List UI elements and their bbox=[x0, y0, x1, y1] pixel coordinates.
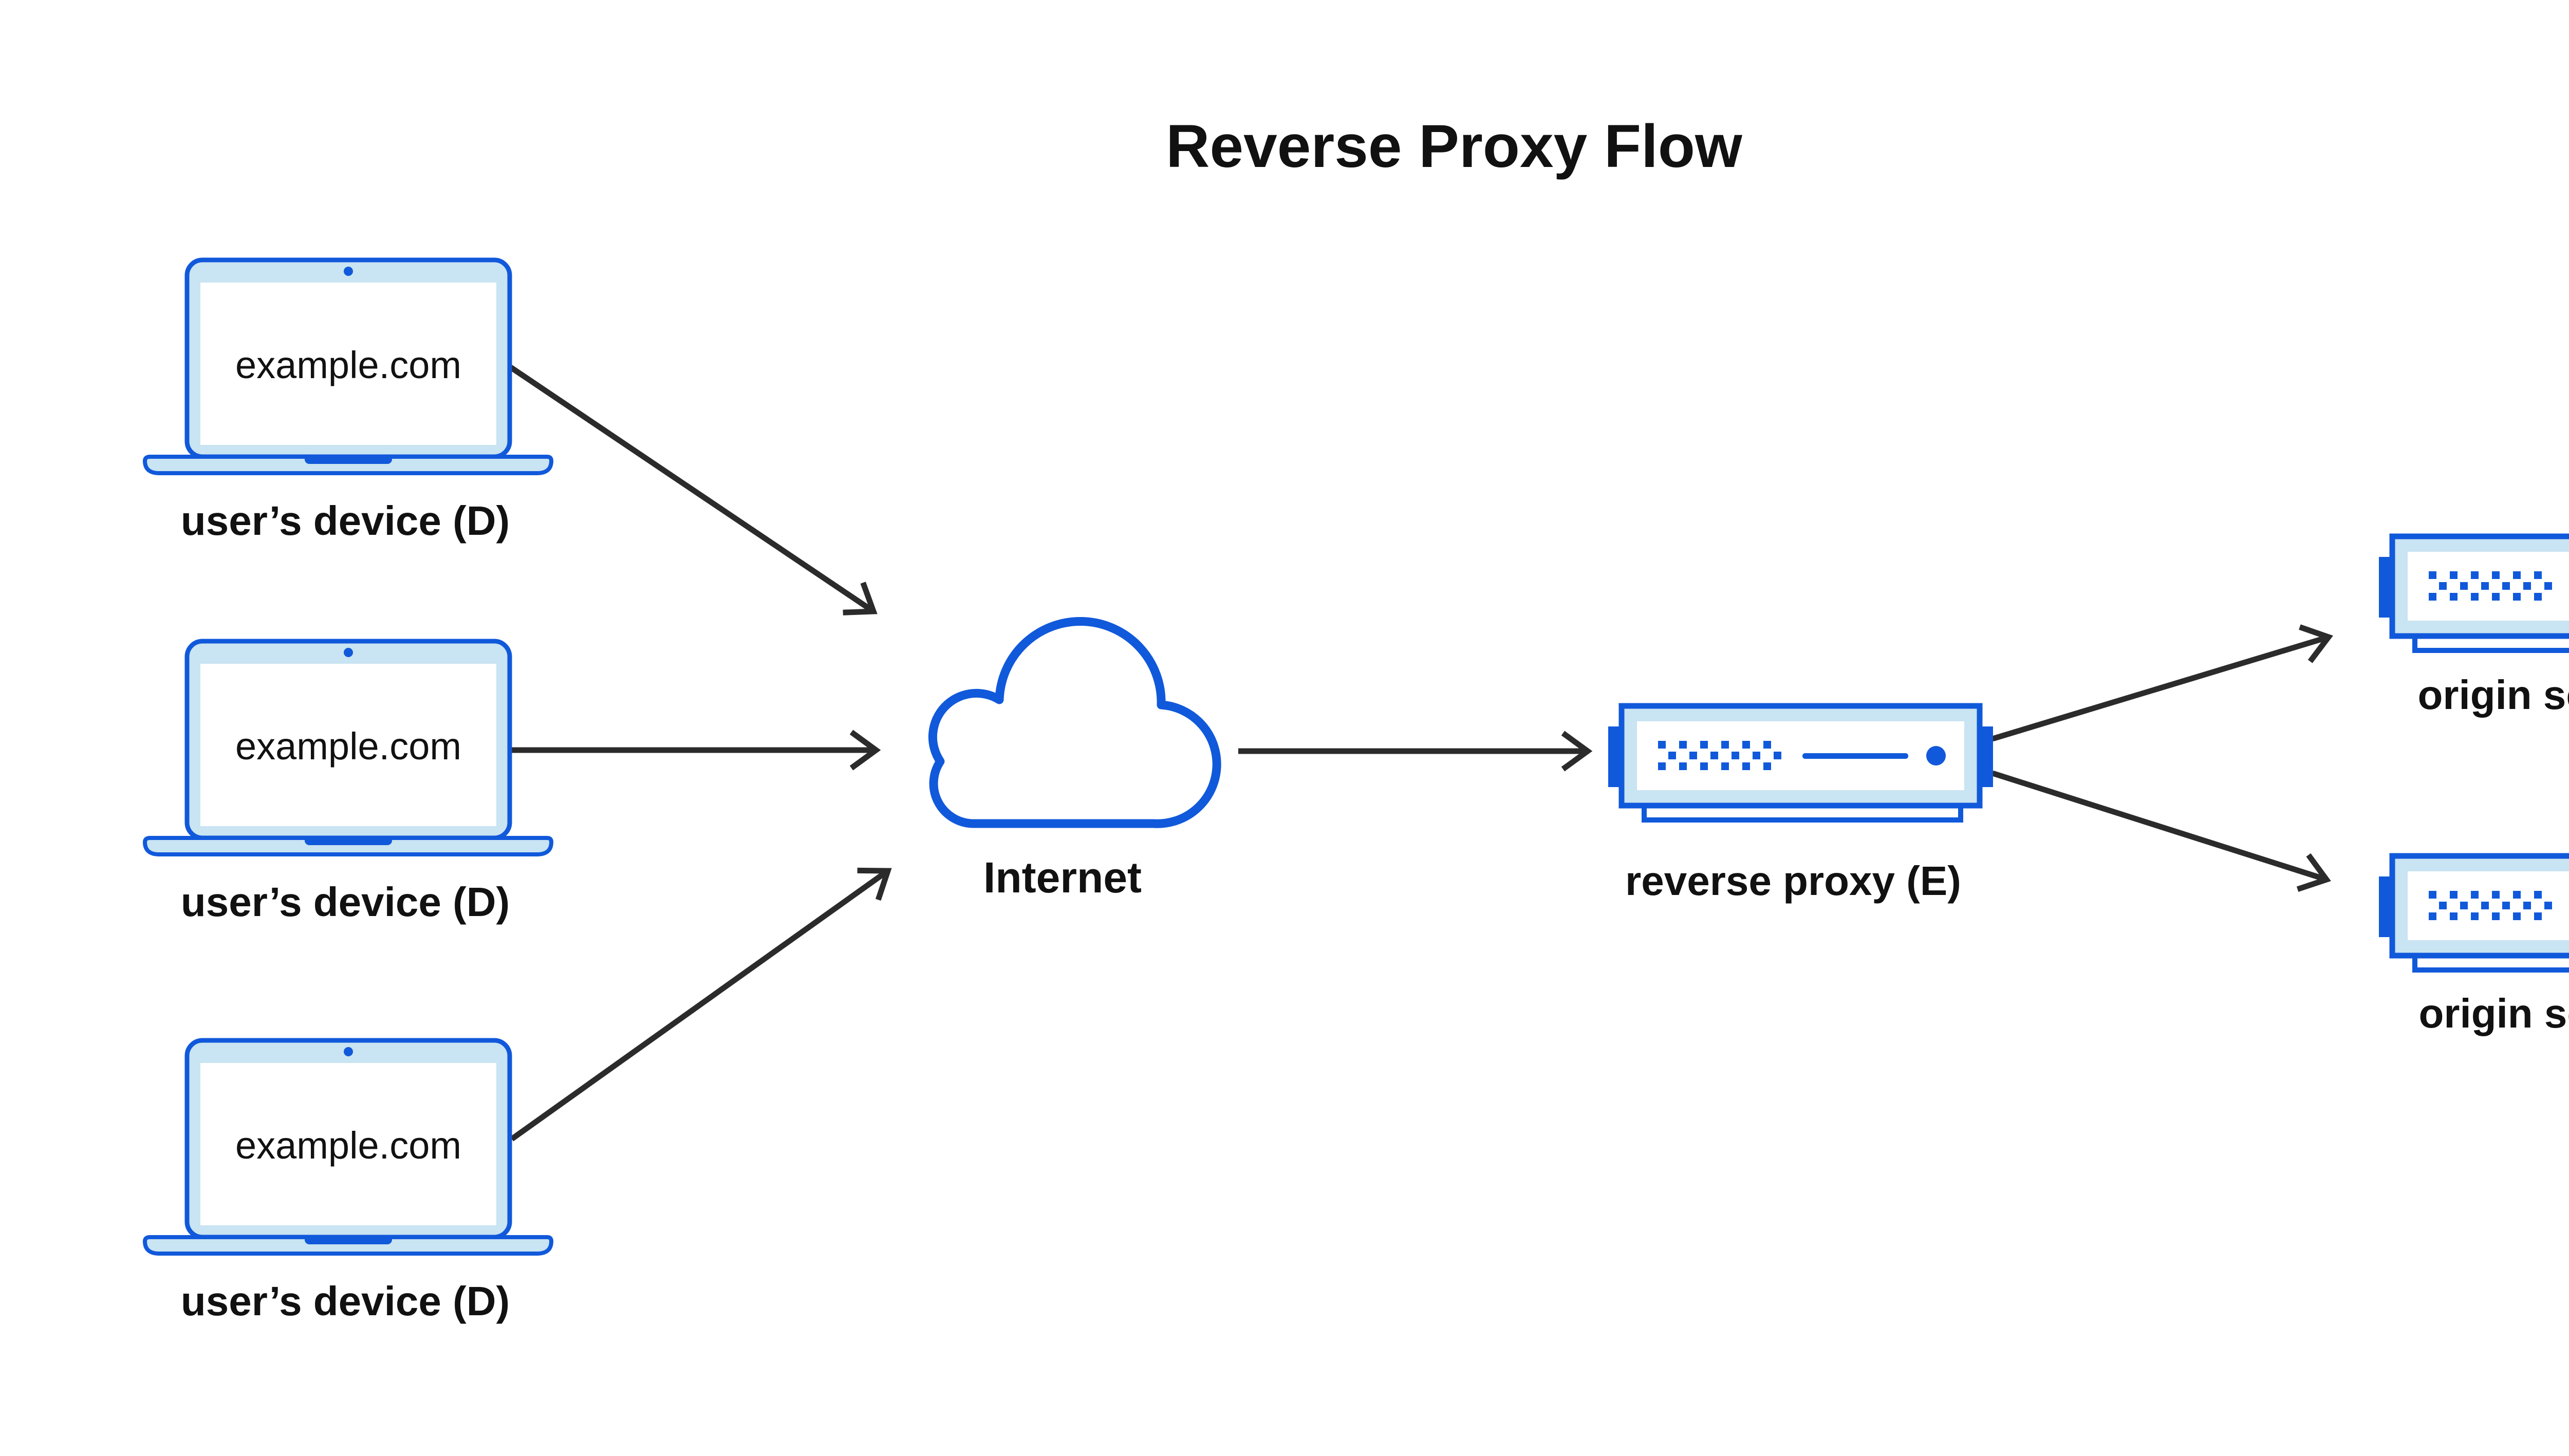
origin-server-icon-2 bbox=[2379, 856, 2569, 970]
user-device-label-1: user’s device (D) bbox=[181, 498, 510, 544]
device-screen-url-2: example.com bbox=[235, 725, 461, 768]
arrow-proxy-to-origin2 bbox=[1991, 770, 2331, 892]
internet-cloud bbox=[928, 617, 1221, 828]
arrow-proxy-to-origin1 bbox=[1991, 624, 2333, 742]
user-device-label-2: user’s device (D) bbox=[181, 879, 510, 925]
origin-server-icon-1 bbox=[2379, 536, 2569, 650]
device-screen-url-3: example.com bbox=[235, 1124, 461, 1167]
internet-label: Internet bbox=[983, 853, 1142, 902]
diagram-title: Reverse Proxy Flow bbox=[1166, 113, 1743, 180]
arrow-device1-to-internet bbox=[509, 365, 878, 615]
device-screen-url-1: example.com bbox=[235, 344, 461, 386]
origin-server-label-1: origin server (F) bbox=[2417, 672, 2569, 718]
origin-server-label-2: origin server (F) bbox=[2418, 991, 2569, 1036]
cloud-icon bbox=[928, 617, 1221, 828]
reverse-proxy-label: reverse proxy (E) bbox=[1625, 858, 1961, 904]
user-device-label-3: user’s device (D) bbox=[181, 1278, 510, 1324]
reverse-proxy-server-icon bbox=[1608, 706, 1993, 820]
arrow-device3-to-internet bbox=[510, 867, 892, 1142]
